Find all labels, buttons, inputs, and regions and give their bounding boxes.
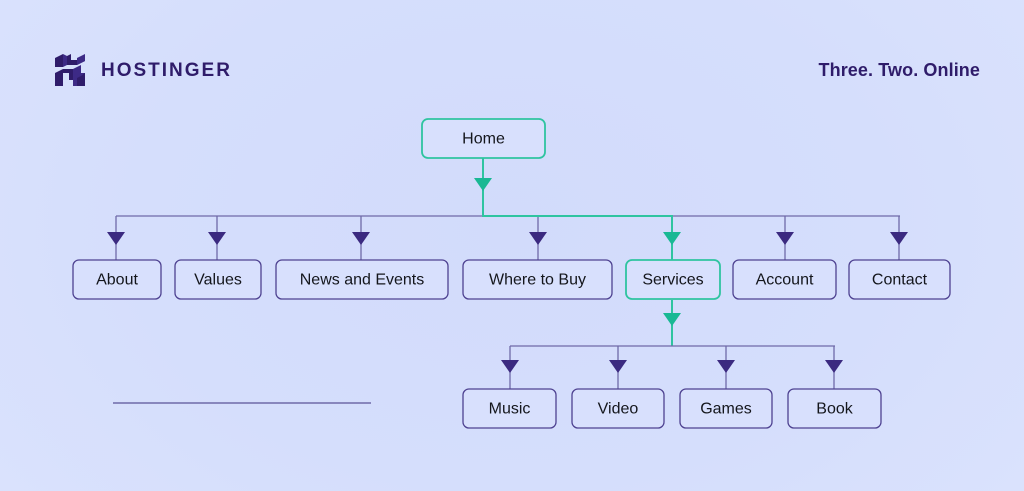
node-about-label: About xyxy=(96,272,138,289)
arrowhead-services xyxy=(663,232,681,245)
node-contact-label: Contact xyxy=(872,272,928,289)
arrowhead-account xyxy=(776,232,794,245)
node-music-box[interactable] xyxy=(462,388,557,429)
node-contact[interactable]: Contact xyxy=(848,259,951,300)
node-music-label: Music xyxy=(489,401,531,418)
arrowhead-values xyxy=(208,232,226,245)
arrowhead-music xyxy=(501,360,519,373)
node-games[interactable]: Games xyxy=(679,388,773,429)
node-about-box[interactable] xyxy=(72,259,162,300)
node-values[interactable]: Values xyxy=(174,259,262,300)
node-services-box[interactable] xyxy=(625,259,721,300)
accent-path-home-services xyxy=(482,158,673,272)
node-contact-box[interactable] xyxy=(848,259,951,300)
node-where-to-buy-label: Where to Buy xyxy=(489,272,586,289)
arrowhead-video xyxy=(609,360,627,373)
arrowhead-services-down xyxy=(663,313,681,326)
node-where-to-buy[interactable]: Where to Buy xyxy=(462,259,613,300)
node-services-label: Services xyxy=(642,272,703,289)
node-book-box[interactable] xyxy=(787,388,882,429)
arrowhead-games xyxy=(717,360,735,373)
node-video-label: Video xyxy=(598,401,639,418)
node-home-box[interactable] xyxy=(421,118,546,159)
arrowhead-home-down xyxy=(474,178,492,191)
node-account[interactable]: Account xyxy=(732,259,837,300)
node-home-label: Home xyxy=(462,131,505,148)
hostinger-h-logo-icon xyxy=(55,54,85,86)
node-news-and-events-box[interactable] xyxy=(275,259,449,300)
node-values-label: Values xyxy=(194,272,242,289)
node-where-to-buy-box[interactable] xyxy=(462,259,613,300)
arrowhead-about xyxy=(107,232,125,245)
arrowhead-book xyxy=(825,360,843,373)
node-games-label: Games xyxy=(700,401,752,418)
node-values-box[interactable] xyxy=(174,259,262,300)
node-news-and-events[interactable]: News and Events xyxy=(275,259,449,300)
node-video[interactable]: Video xyxy=(571,388,665,429)
node-video-box[interactable] xyxy=(571,388,665,429)
arrowhead-where-to-buy xyxy=(529,232,547,245)
tagline: Three. Two. Online xyxy=(818,60,980,80)
node-games-box[interactable] xyxy=(679,388,773,429)
node-news-and-events-label: News and Events xyxy=(300,272,425,289)
connectors-highlighted-path xyxy=(474,158,681,272)
arrowhead-contact xyxy=(890,232,908,245)
node-about[interactable]: About xyxy=(72,259,162,300)
node-music[interactable]: Music xyxy=(462,388,557,429)
brand-logo: HOSTINGER xyxy=(54,52,232,88)
node-home[interactable]: Home xyxy=(421,118,546,159)
node-account-box[interactable] xyxy=(732,259,837,300)
node-book[interactable]: Book xyxy=(787,388,882,429)
brand-name: HOSTINGER xyxy=(101,59,232,81)
node-book-label: Book xyxy=(816,401,853,418)
arrowhead-news xyxy=(352,232,370,245)
node-services[interactable]: Services xyxy=(625,259,721,300)
connectors-level2-level3 xyxy=(501,300,843,401)
node-account-label: Account xyxy=(756,272,814,289)
